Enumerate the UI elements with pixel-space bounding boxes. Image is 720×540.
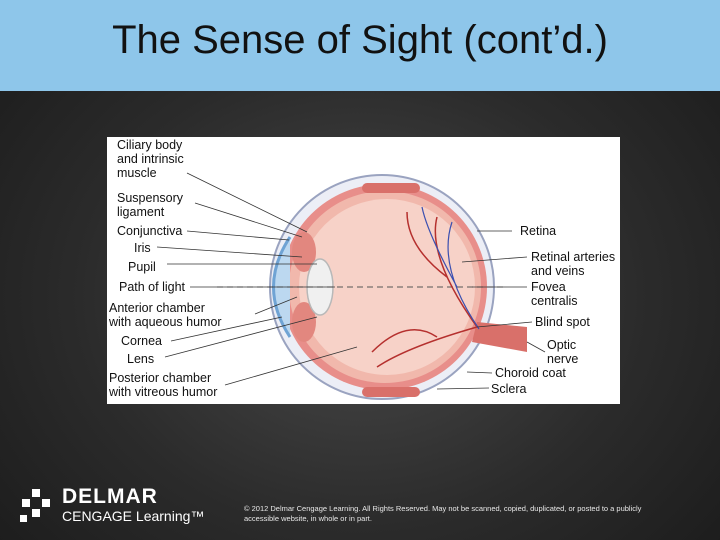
label-ciliary-body-2: and intrinsic [117,152,184,166]
label-retinal-arteries-2: and veins [531,264,585,278]
label-optic-nerve: Optic [547,338,576,352]
slide-title: The Sense of Sight (cont’d.) [112,18,608,62]
delmar-logo: DELMAR CENGAGE Learning™ [18,485,218,527]
label-retinal-arteries: Retinal arteries [531,250,615,264]
eye-diagram: Ciliary body and intrinsic muscle Suspen… [107,137,620,404]
label-conjunctiva: Conjunctiva [117,224,182,238]
eye-diagram-svg: Ciliary body and intrinsic muscle Suspen… [108,138,615,400]
optic-nerve-shape [472,322,527,352]
label-path-of-light: Path of light [119,280,186,294]
muscle-bottom [362,387,420,397]
iris-bottom [292,302,316,342]
retinal-veins [421,206,480,330]
copyright-notice: © 2012 Delmar Cengage Learning. All Righ… [244,504,642,523]
label-ciliary-body: Ciliary body [117,138,183,152]
label-lens: Lens [127,352,154,366]
muscle-top [362,183,420,193]
label-fovea: Fovea [531,280,566,294]
label-choroid-coat: Choroid coat [495,366,566,380]
label-posterior-chamber-2: with vitreous humor [108,385,217,399]
label-iris: Iris [134,241,151,255]
label-retina: Retina [520,224,556,238]
retinal-vessels [371,211,478,368]
iris-top [292,232,316,272]
label-suspensory-2: ligament [117,205,165,219]
label-fovea-2: centralis [531,294,578,308]
label-cornea: Cornea [121,334,162,348]
label-anterior-chamber-2: with aqueous humor [108,315,222,329]
label-blind-spot: Blind spot [535,315,590,329]
title-bar [0,0,720,91]
eye-illustration [217,174,527,400]
logo-subtitle: CENGAGE Learning™ [62,508,205,524]
leader-lines [156,172,546,390]
label-sclera: Sclera [491,382,526,396]
label-ciliary-body-3: muscle [117,166,157,180]
logo-name: DELMAR [62,485,158,508]
label-optic-nerve-2: nerve [547,352,578,366]
label-suspensory: Suspensory [117,191,184,205]
label-pupil: Pupil [128,260,156,274]
label-posterior-chamber: Posterior chamber [109,371,211,385]
delmar-logo-icon [20,489,50,522]
label-anterior-chamber: Anterior chamber [109,301,205,315]
